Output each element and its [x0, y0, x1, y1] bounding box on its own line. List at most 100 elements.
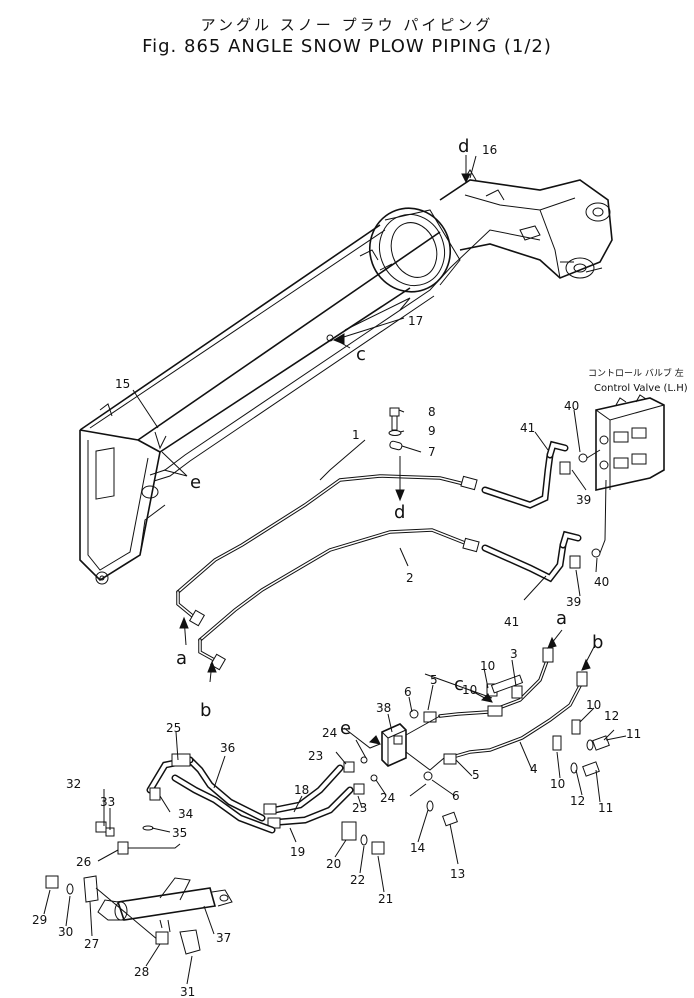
bolt-21 [371, 841, 385, 855]
label-part-5-lower: 5 [472, 768, 480, 782]
fitting-23-lower [353, 783, 365, 795]
label-part-2: 2 [406, 571, 414, 585]
o-ring-6-upper [409, 709, 419, 719]
label-part-20: 20 [326, 857, 341, 871]
label-part-26: 26 [76, 855, 91, 869]
fitting-5-lower [443, 753, 457, 765]
ref-letter-b-left: b [200, 700, 211, 721]
label-part-25: 25 [166, 721, 181, 735]
control-valve-label-japanese: コントロール バルブ 左 [588, 369, 684, 379]
ref-letter-c-lower: c [454, 674, 464, 695]
label-part-18: 18 [294, 783, 309, 797]
label-part-13: 13 [450, 867, 465, 881]
label-part-39-lower: 39 [566, 595, 581, 609]
label-part-8: 8 [428, 405, 436, 419]
ref-letter-b-right: b [592, 632, 603, 653]
label-part-15: 15 [115, 377, 130, 391]
ref-letter-e-lower: e [340, 718, 351, 739]
pipe-3 [438, 647, 554, 718]
label-part-10-a: 10 [480, 659, 495, 673]
o-ring-6-lower [423, 771, 433, 781]
ref-letter-a-right: a [556, 608, 567, 629]
hose-41-lower [481, 530, 582, 583]
label-part-24-upper: 24 [322, 726, 337, 740]
label-part-10-d: 10 [550, 777, 565, 791]
bolt-11-a [592, 735, 610, 751]
label-part-29: 29 [32, 913, 47, 927]
label-part-23-lower: 23 [352, 801, 367, 815]
clamp-10-b [511, 685, 523, 699]
label-part-1: 1 [352, 428, 360, 442]
label-part-19: 19 [290, 845, 305, 859]
label-part-22: 22 [350, 873, 365, 887]
label-part-36: 36 [220, 741, 235, 755]
ref-letter-d-top: d [458, 136, 469, 157]
label-part-28: 28 [134, 965, 149, 979]
bolt-group-8-9-7 [388, 407, 403, 451]
label-part-5-upper: 5 [430, 673, 438, 687]
clamp-27 [83, 875, 99, 903]
label-part-34: 34 [178, 807, 193, 821]
hose-18 [271, 764, 344, 814]
fitting-34 [149, 787, 161, 801]
hose-36 [171, 756, 276, 834]
label-part-21: 21 [378, 892, 393, 906]
label-part-10-b: 10 [462, 683, 477, 697]
bolt-13 [442, 811, 458, 827]
label-part-41-upper: 41 [520, 421, 535, 435]
label-part-40-upper: 40 [564, 399, 579, 413]
clamp-10-d [571, 719, 581, 735]
label-part-39-upper: 39 [576, 493, 591, 507]
fitting-5-upper [423, 711, 437, 723]
label-part-23-upper: 23 [308, 749, 323, 763]
label-part-31: 31 [180, 985, 195, 998]
washer-14 [426, 800, 434, 812]
label-part-38: 38 [376, 701, 391, 715]
fitting-23-upper [343, 761, 355, 773]
label-part-17: 17 [408, 314, 423, 328]
o-ring-40-lower [591, 548, 601, 558]
pipe-2 [198, 528, 480, 671]
nut-32 [95, 821, 107, 833]
fitting-39-upper [559, 461, 571, 475]
title-english: Fig. 865 ANGLE SNOW PLOW PIPING (1/2) [142, 36, 552, 57]
label-part-24-lower: 24 [380, 791, 395, 805]
fitting-18 [263, 803, 277, 815]
clamp-20 [341, 821, 357, 841]
pipe-1 [176, 474, 478, 627]
pipe-4 [454, 671, 588, 758]
label-part-12-a: 12 [604, 709, 619, 723]
control-valve-label-english: Control Valve (L.H) [594, 383, 688, 394]
label-part-12-b: 12 [570, 794, 585, 808]
hose-19 [276, 786, 354, 826]
label-part-16: 16 [482, 143, 497, 157]
o-ring-40-upper [578, 453, 588, 463]
hose-25 [146, 753, 194, 794]
ref-letter-a-left: a [176, 648, 187, 669]
bolt-11-b [582, 761, 600, 777]
control-valve-lh [595, 394, 665, 491]
label-part-3: 3 [510, 647, 518, 661]
washer-22 [360, 834, 368, 846]
title-japanese: アングル スノー プラウ パイピング [200, 16, 494, 34]
label-part-40-lower: 40 [594, 575, 609, 589]
cylinder-37 [97, 877, 233, 921]
label-part-33: 33 [100, 795, 115, 809]
bolt-29 [45, 875, 59, 889]
clamp-28 [155, 931, 169, 945]
label-part-4: 4 [530, 762, 538, 776]
ref-letter-e-top: e [190, 472, 201, 493]
label-part-37: 37 [216, 931, 231, 945]
fitting-39-lower [569, 555, 581, 569]
ref-letter-c-top: c [356, 344, 366, 365]
label-part-6-upper: 6 [404, 685, 412, 699]
main-frame [79, 169, 613, 585]
label-part-32: 32 [66, 777, 81, 791]
label-part-27: 27 [84, 937, 99, 951]
o-ring-35 [142, 825, 154, 831]
label-part-9: 9 [428, 424, 436, 438]
label-part-10-c: 10 [586, 698, 601, 712]
fitting-26 [117, 841, 129, 855]
